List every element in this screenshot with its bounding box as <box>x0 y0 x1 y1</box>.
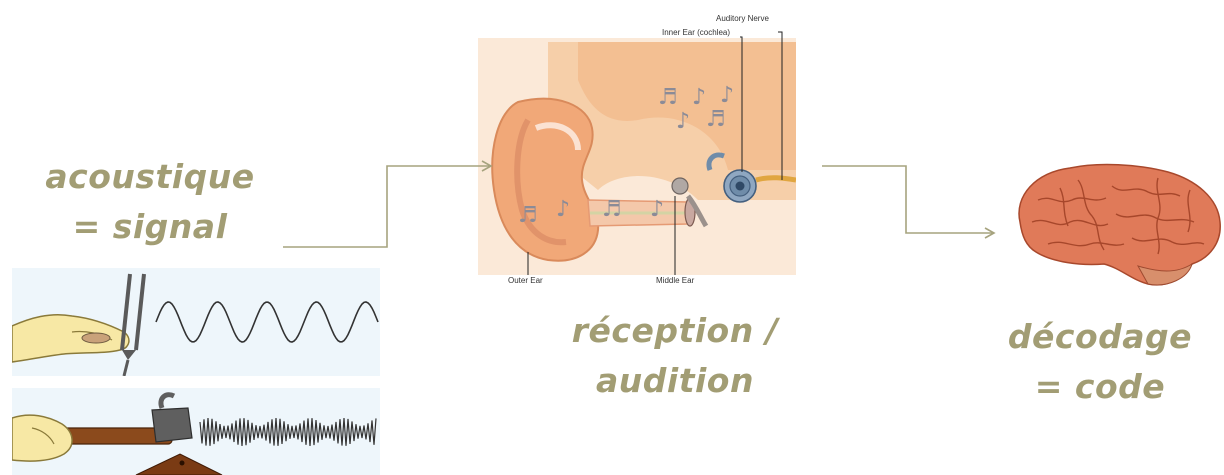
arrow-icon <box>283 166 490 247</box>
arrow-icon <box>822 166 993 233</box>
